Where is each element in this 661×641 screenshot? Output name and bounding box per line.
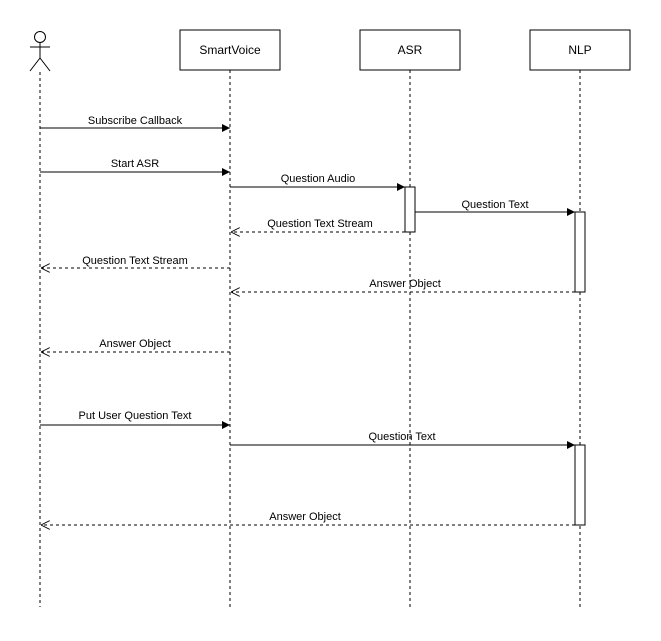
message-label: Put User Question Text — [79, 410, 192, 422]
participant-nlp: NLP — [529, 29, 631, 71]
message-question-text-smartvoice-nlp: Question Text — [230, 431, 575, 449]
message-question-text-stream-asr-smartvoice: Question Text Stream — [231, 218, 405, 232]
message-label: Question Audio — [281, 173, 356, 185]
message-answer-object-nlp-actor: Answer Object — [41, 511, 575, 525]
participant-smartvoice: SmartVoice — [179, 29, 281, 71]
activation-nlp-2 — [574, 444, 586, 526]
message-question-audio: Question Audio — [230, 173, 405, 191]
participant-smartvoice-label: SmartVoice — [199, 43, 261, 57]
message-label: Answer Object — [99, 338, 171, 350]
activation-nlp-1 — [574, 211, 586, 293]
message-label: Question Text Stream — [267, 218, 373, 230]
participant-nlp-label: NLP — [568, 43, 591, 57]
message-start-asr: Start ASR — [40, 158, 230, 176]
message-label: Question Text — [461, 199, 528, 211]
message-label: Answer Object — [369, 278, 441, 290]
message-label: Question Text — [368, 431, 435, 443]
message-label: Start ASR — [111, 158, 159, 170]
message-subscribe-callback: Subscribe Callback — [40, 115, 230, 132]
activation-asr — [404, 186, 416, 233]
message-label: Question Text Stream — [82, 255, 188, 267]
participant-asr: ASR — [359, 29, 461, 71]
message-question-text-stream-smartvoice-actor: Question Text Stream — [41, 255, 230, 268]
message-label: Answer Object — [269, 511, 341, 523]
actor-figure-icon — [29, 31, 51, 72]
message-answer-object-smartvoice-actor: Answer Object — [41, 338, 230, 352]
message-put-user-question-text: Put User Question Text — [40, 410, 230, 429]
participant-asr-label: ASR — [398, 43, 423, 57]
message-question-text-asr-nlp: Question Text — [415, 199, 575, 216]
message-label: Subscribe Callback — [88, 115, 183, 127]
message-answer-object-nlp-smartvoice: Answer Object — [231, 278, 575, 292]
